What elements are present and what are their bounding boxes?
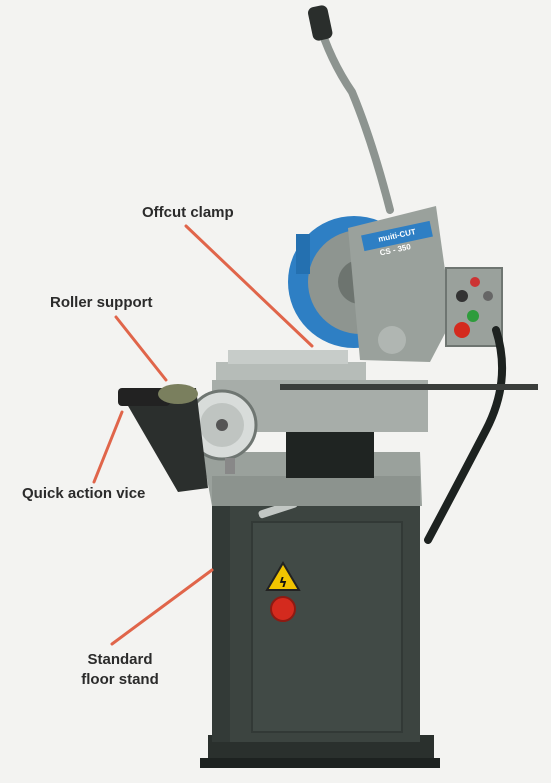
floor-stand bbox=[212, 498, 420, 742]
vice-handwheel bbox=[186, 389, 258, 474]
callout-standard-floor-stand-line-1: Standard bbox=[87, 651, 153, 668]
callout-quick-action-vice: Quick action vice bbox=[22, 485, 146, 502]
stop-button bbox=[454, 322, 470, 338]
stand-stop-button bbox=[270, 596, 296, 622]
start-button bbox=[467, 310, 479, 322]
roller-support bbox=[118, 384, 208, 492]
cable-hose bbox=[424, 326, 507, 544]
workpiece-bar bbox=[280, 384, 538, 390]
leader-lines bbox=[92, 224, 314, 646]
callout-standard-floor-stand-line-2: floor stand bbox=[81, 671, 159, 688]
operating-handle bbox=[308, 5, 394, 214]
electrical-warning-icon: ϟ bbox=[265, 561, 301, 591]
callout-standard-floor-stand: Standard floor stand bbox=[72, 650, 168, 690]
callout-roller-support: Roller support bbox=[50, 294, 153, 311]
callout-offcut-clamp: Offcut clamp bbox=[142, 204, 234, 221]
control-box bbox=[445, 267, 503, 347]
svg-text:ϟ: ϟ bbox=[279, 576, 288, 591]
motor-housing: muiti-CUT CS - 350 bbox=[348, 206, 452, 362]
